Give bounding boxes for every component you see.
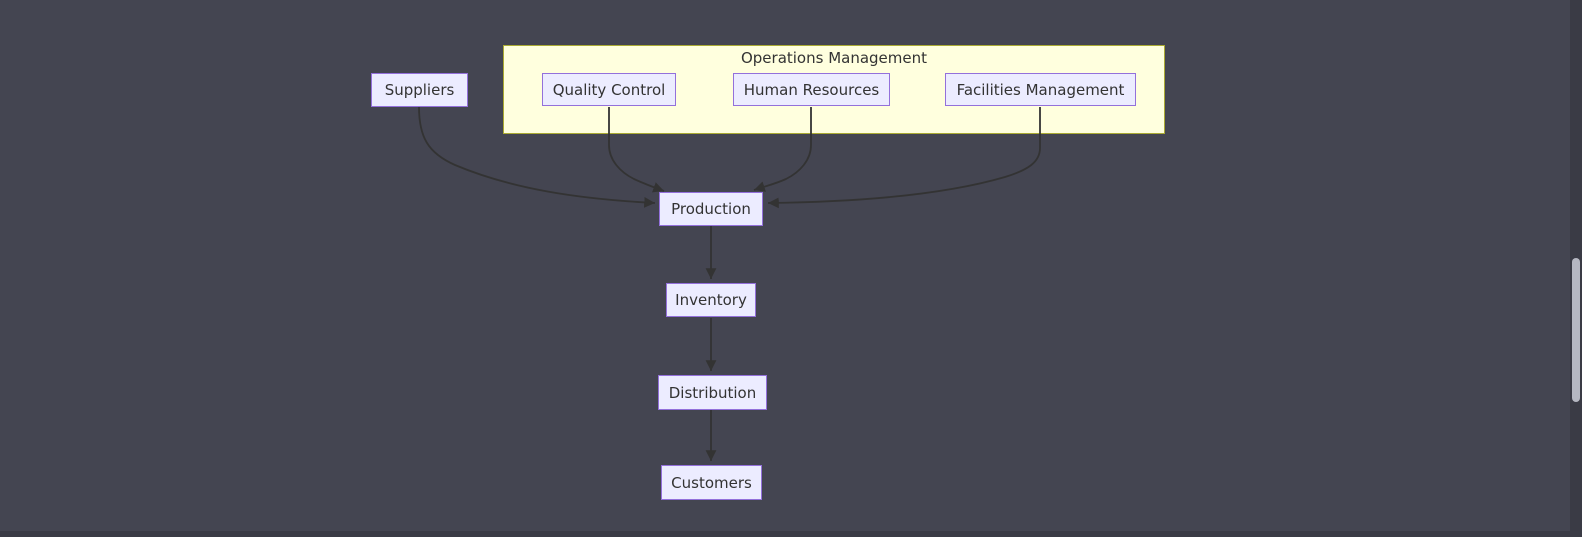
node-quality-control: Quality Control bbox=[542, 73, 676, 106]
cluster-title: Operations Management bbox=[740, 49, 928, 67]
vertical-scrollbar-track[interactable] bbox=[1570, 0, 1582, 537]
vertical-scrollbar-thumb[interactable] bbox=[1572, 258, 1580, 402]
node-customers: Customers bbox=[661, 465, 762, 500]
node-suppliers: Suppliers bbox=[371, 73, 468, 107]
node-production: Production bbox=[659, 192, 763, 226]
node-inventory: Inventory bbox=[666, 283, 756, 317]
node-distribution: Distribution bbox=[658, 375, 767, 410]
node-human-resources: Human Resources bbox=[733, 73, 890, 106]
horizontal-scrollbar-track[interactable] bbox=[0, 531, 1570, 537]
node-facilities-management: Facilities Management bbox=[945, 73, 1136, 106]
